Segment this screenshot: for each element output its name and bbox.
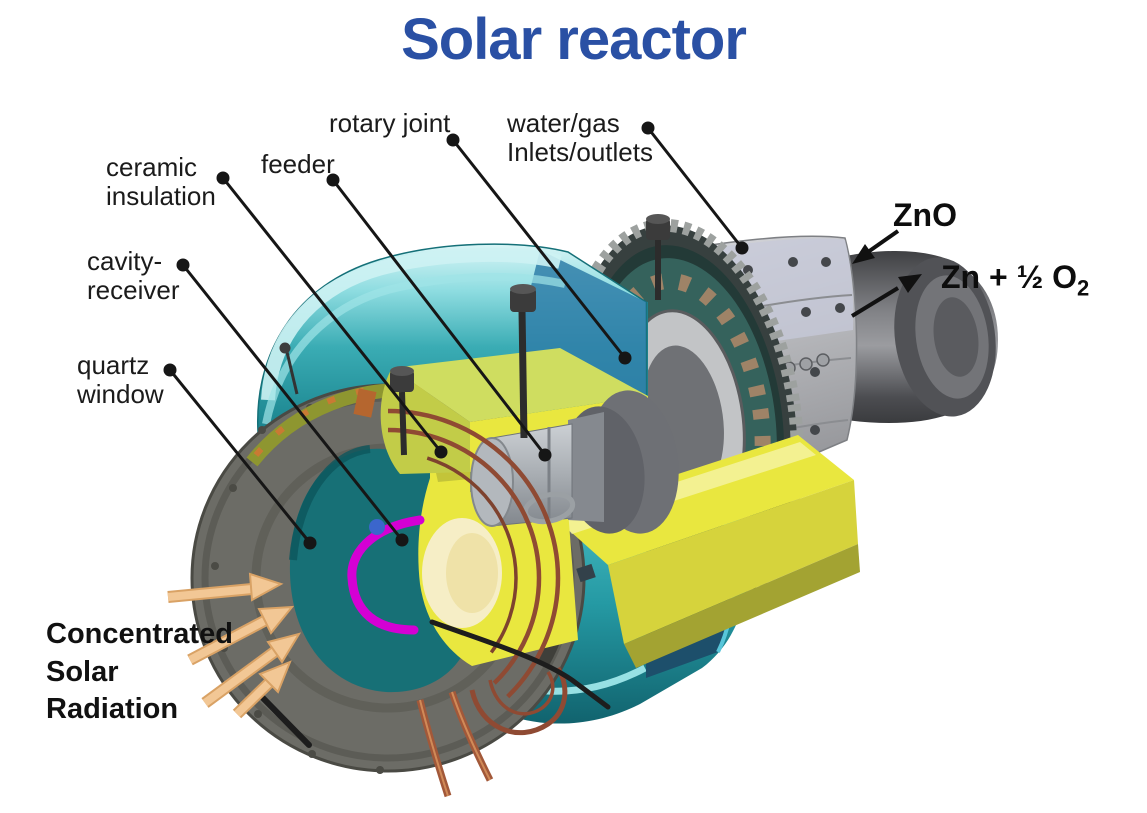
zno-in-arrow <box>852 229 900 264</box>
label-zno-reactant: ZnO <box>893 197 957 233</box>
zn-out-arrow <box>850 274 922 318</box>
solar-ray-arrow <box>167 572 284 603</box>
label-zn-products: Zn + ½ O2 <box>941 259 1089 301</box>
label-concentrated-solar-radiation: Concentrated Solar Radiation <box>46 618 233 726</box>
leader-cavity-receiver <box>176 258 409 547</box>
lower-insulation-slab <box>552 435 860 668</box>
copper-outlet-pipes <box>416 690 494 798</box>
reaction-arrows <box>850 229 922 318</box>
zn-products-subscript: 2 <box>1077 275 1090 301</box>
solar-ray-arrow <box>187 605 295 666</box>
feeder-shaft <box>470 390 679 534</box>
leader-rotary-joint <box>446 133 632 365</box>
leader-water-gas <box>641 121 749 255</box>
label-quartz-window: quartz window <box>77 350 164 409</box>
label-ceramic-insulation: ceramic insulation <box>106 152 216 211</box>
page-title: Solar reactor <box>401 7 747 72</box>
leader-feeder <box>326 173 552 462</box>
solar-ray-arrow <box>201 632 302 708</box>
leader-quartz-window <box>163 363 317 550</box>
label-rotary-joint: rotary joint <box>329 108 451 138</box>
probe-sticks <box>259 619 611 748</box>
label-water-gas-inlets-outlets: water/gas Inlets/outlets <box>507 108 653 167</box>
leader-ceramic-insulation <box>216 171 448 459</box>
label-feeder: feeder <box>261 149 335 179</box>
bolt-pins <box>279 214 670 456</box>
solar-ray-arrow <box>232 660 292 719</box>
label-cavity-receiver: cavity- receiver <box>87 246 180 305</box>
cooling-coils <box>215 408 568 798</box>
leader-lines <box>163 121 749 550</box>
zn-products-text: Zn + ½ O <box>941 259 1078 295</box>
solar-ray-arrows <box>167 572 302 719</box>
